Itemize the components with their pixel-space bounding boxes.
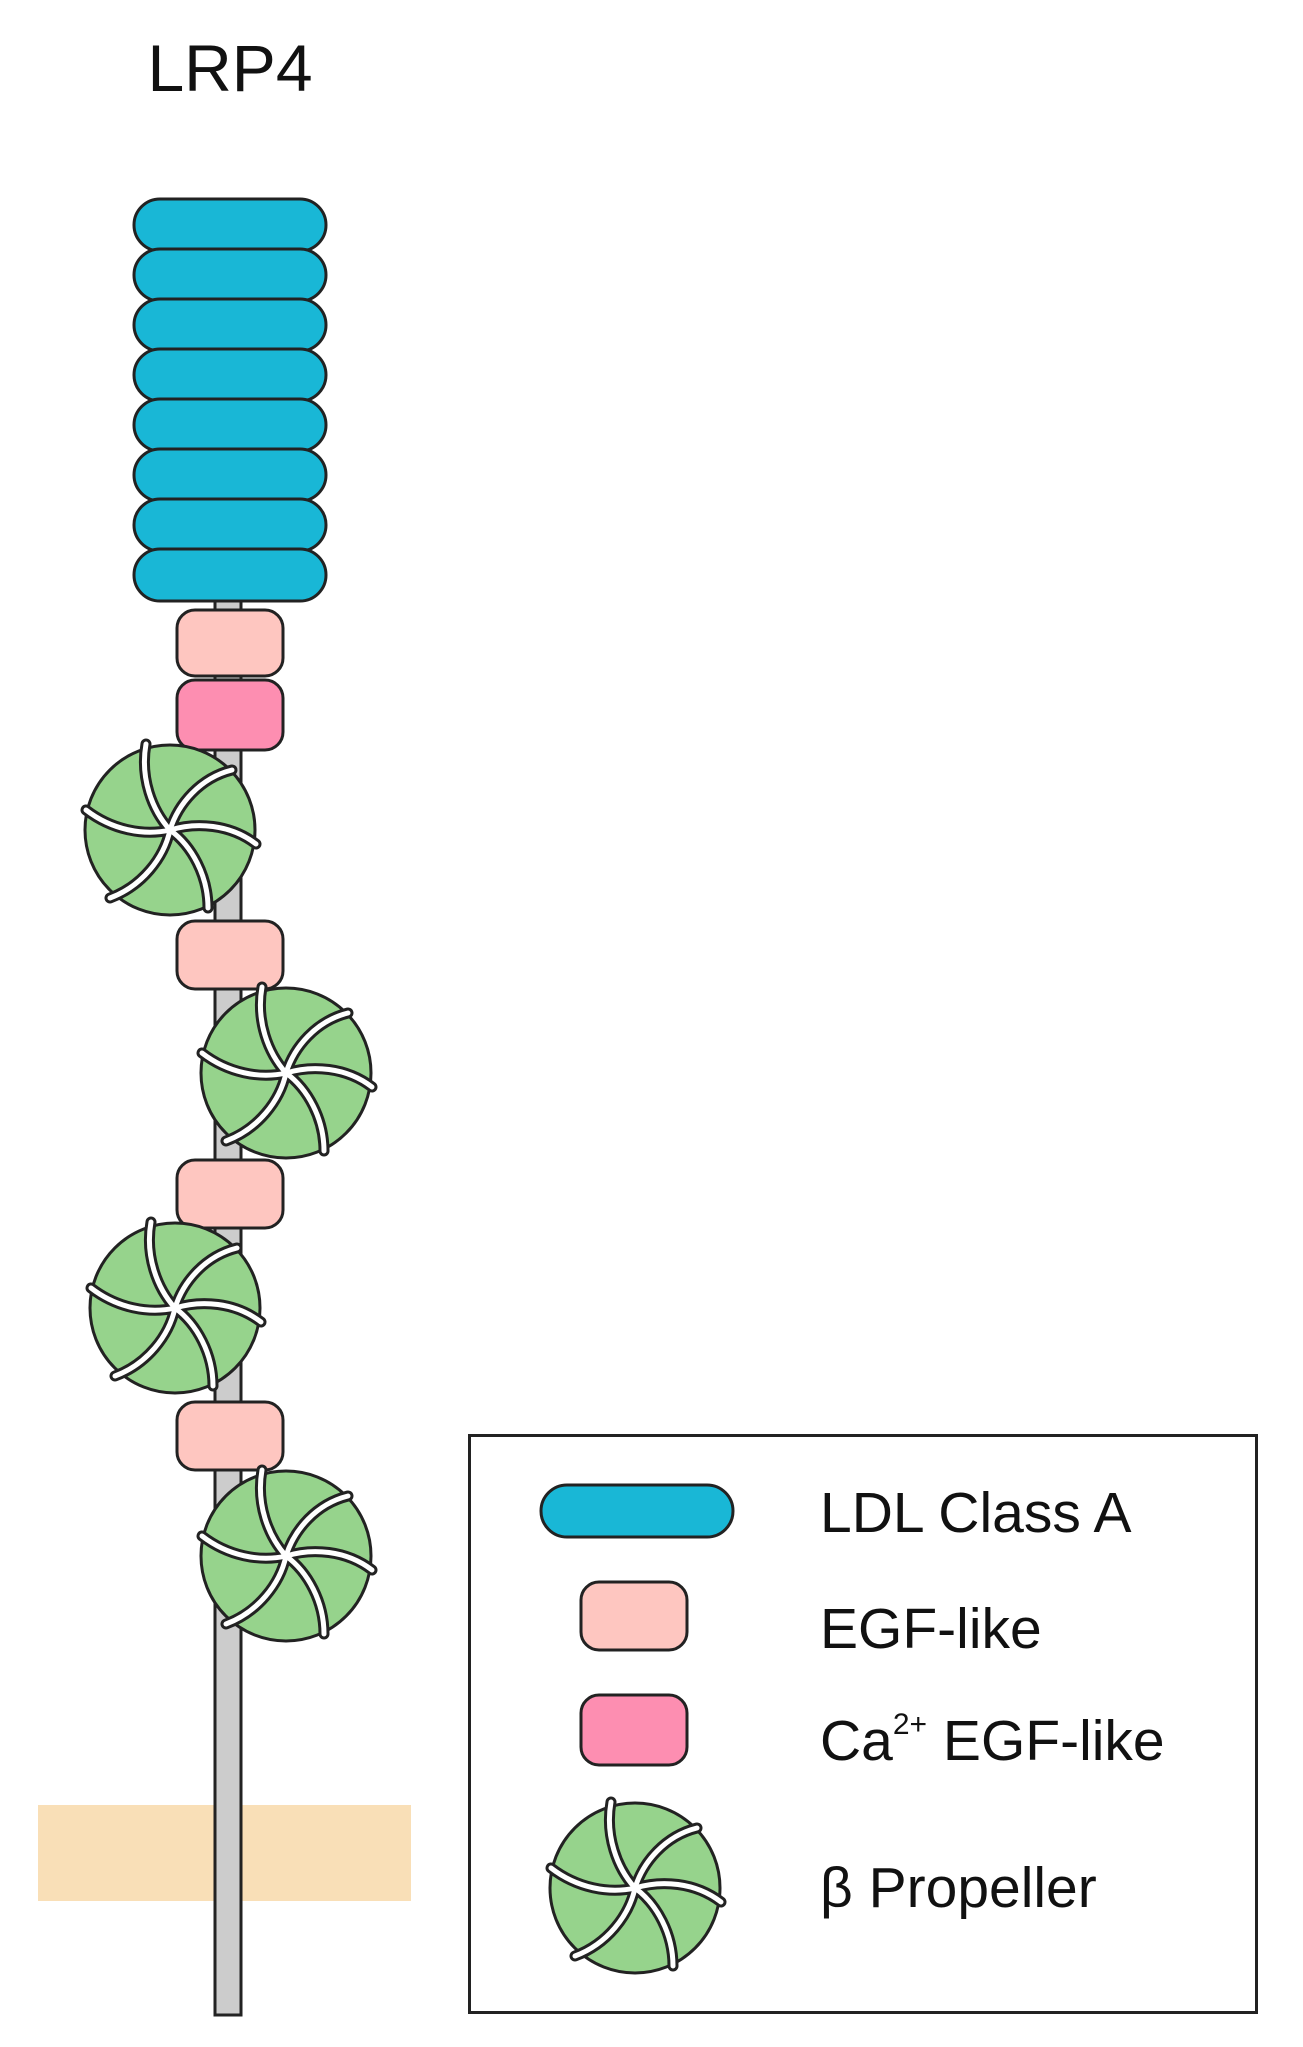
ldl-repeat-8 (132, 547, 328, 603)
legend-label-ca-prefix: Ca (820, 1709, 893, 1773)
ca-egf-like-domain (175, 678, 285, 752)
ldl-repeat-6 (132, 447, 328, 503)
ldl-repeat-4 (132, 347, 328, 403)
legend-propeller-swatch (550, 1802, 721, 1975)
beta-propeller-1 (85, 744, 256, 917)
beta-propeller-3 (90, 1222, 261, 1395)
ldl-repeat-5 (132, 397, 328, 453)
egf-like-domain-2 (175, 919, 285, 991)
ldl-repeat-2 (132, 247, 328, 303)
protein-title: LRP4 (147, 31, 313, 105)
legend-label-ca-superscript: 2+ (892, 1708, 928, 1741)
ldl-class-a-repeats (132, 197, 328, 603)
legend-label-ldl: LDL Class A (820, 1481, 1132, 1545)
legend-label-egf: EGF-like (820, 1597, 1042, 1661)
egf-like-domain-4 (175, 1400, 285, 1472)
egf-like-domain-3 (175, 1158, 285, 1230)
beta-propeller-4 (201, 1470, 372, 1643)
ldl-repeat-1 (132, 197, 328, 253)
legend-ca-egf-swatch (579, 1693, 689, 1767)
legend-label-ca-egf: Ca2+ EGF-like (820, 1708, 1165, 1774)
egf-like-domain-1 (175, 608, 285, 678)
legend-label-ca-suffix: EGF-like (927, 1709, 1165, 1773)
legend-ldl-swatch (539, 1483, 735, 1539)
legend-box (468, 1434, 1258, 2014)
ldl-repeat-3 (132, 297, 328, 353)
beta-propeller-2 (201, 987, 372, 1160)
legend-egf-swatch (579, 1580, 689, 1652)
ldl-repeat-7 (132, 497, 328, 553)
legend-label-propeller: β Propeller (820, 1856, 1097, 1920)
